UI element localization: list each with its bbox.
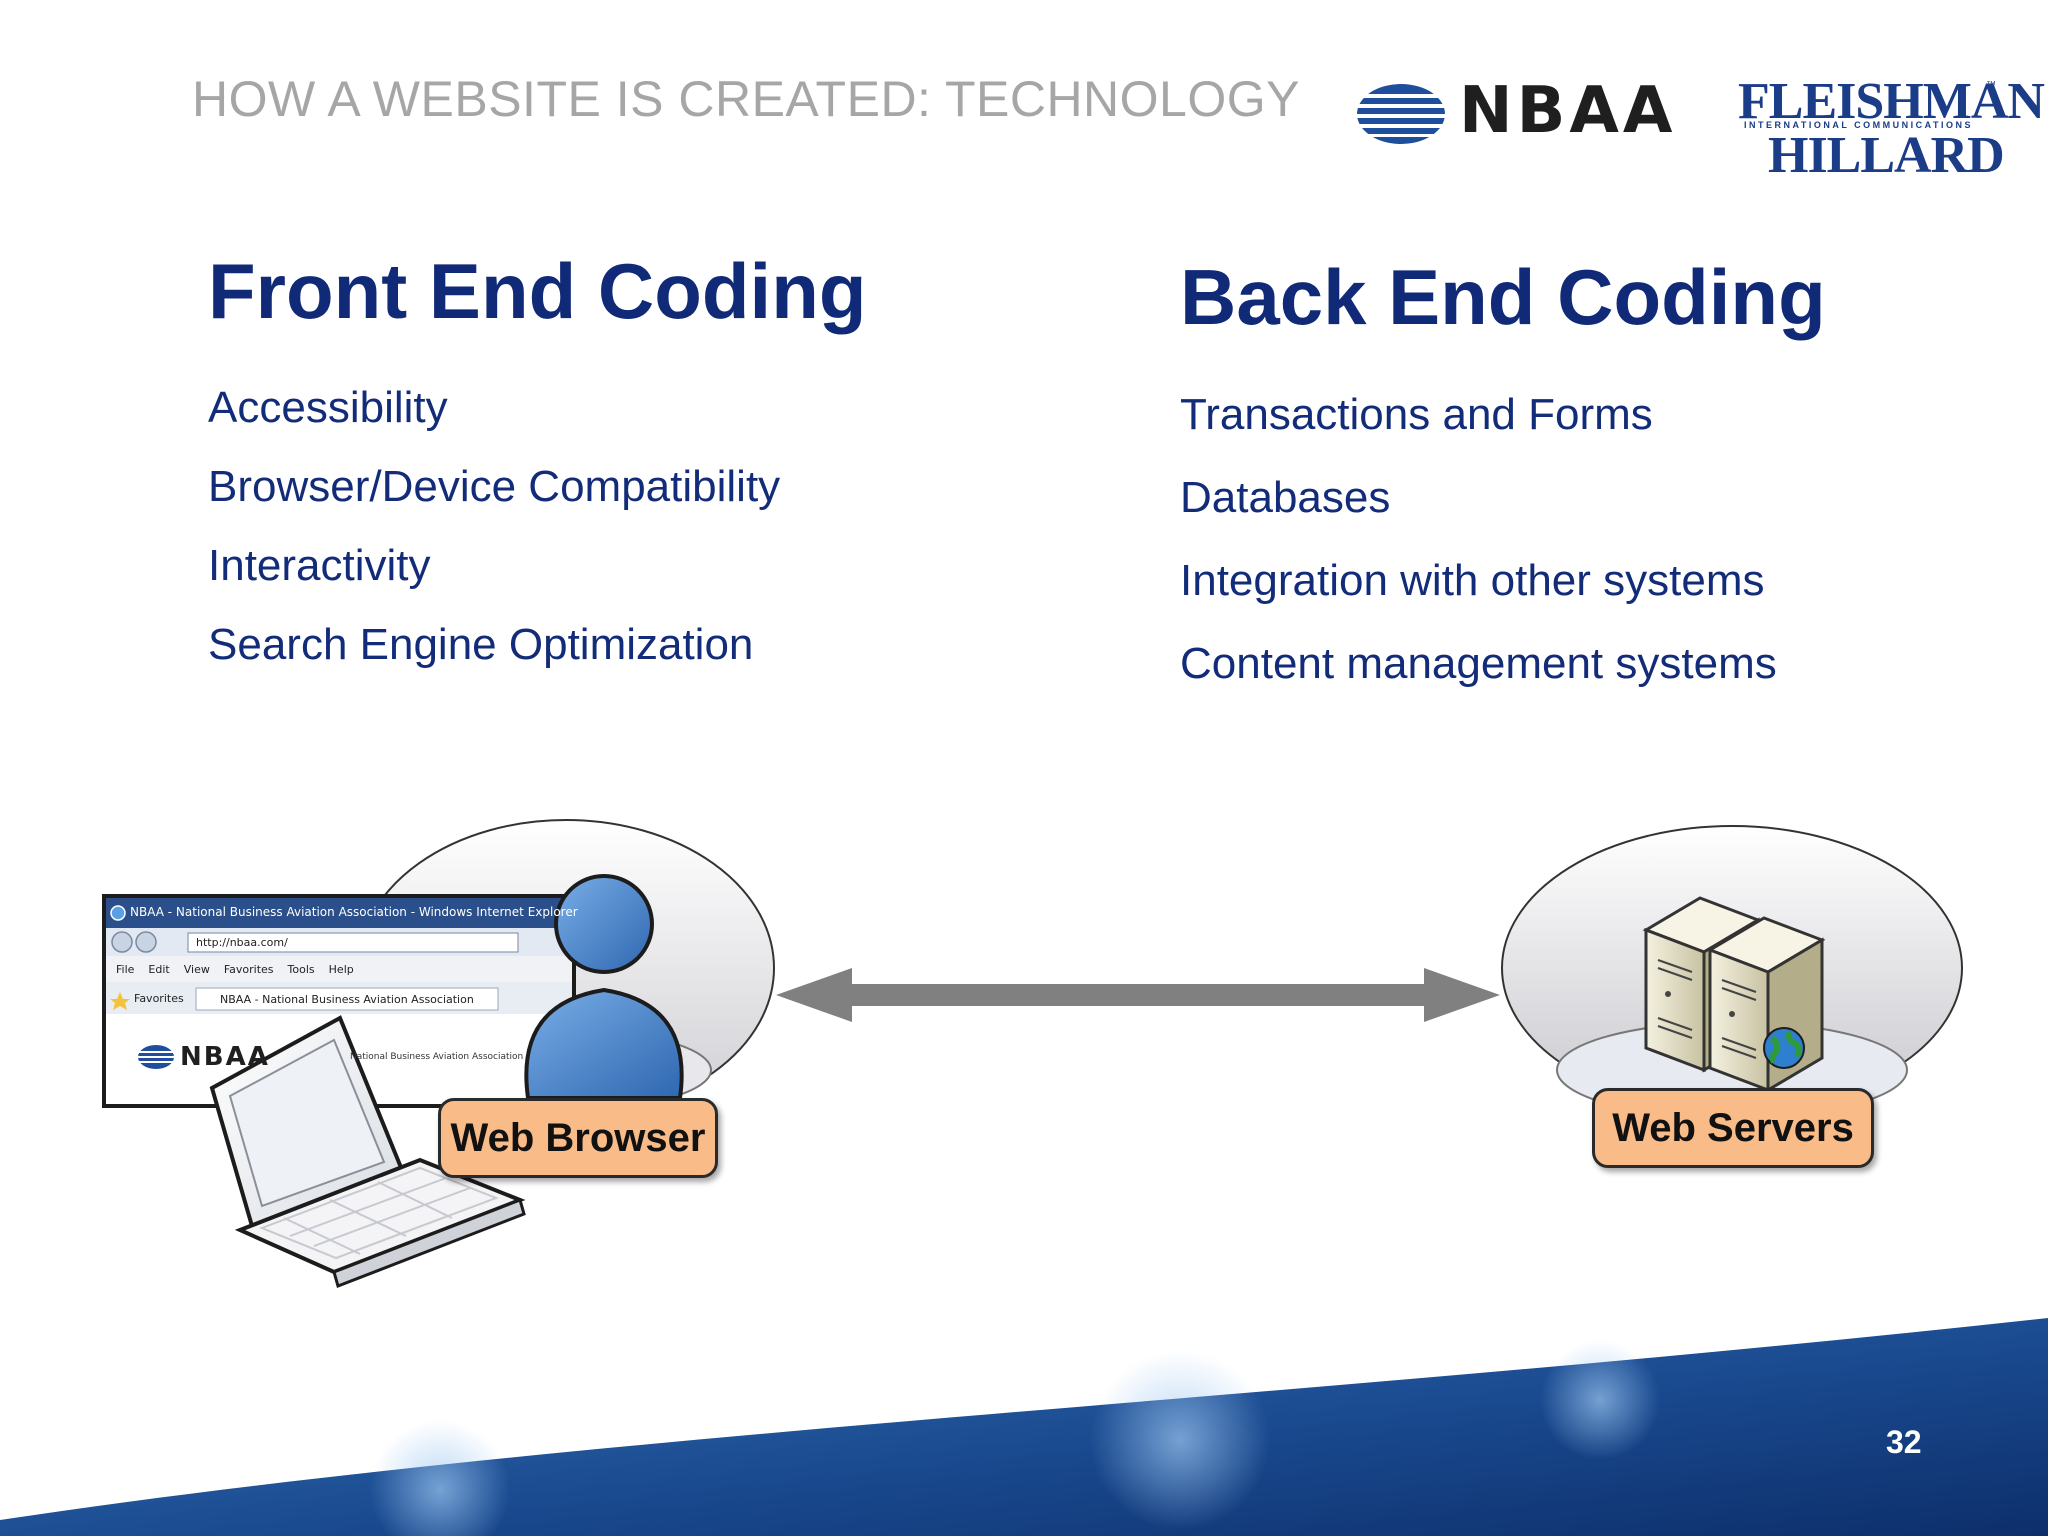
front-end-heading: Front End Coding: [208, 247, 867, 335]
ie-page-logo: NBAA: [180, 1042, 270, 1072]
favorites-label[interactable]: Favorites: [134, 992, 184, 1005]
person-head: [554, 874, 654, 974]
web-browser-label: Web Browser: [438, 1098, 718, 1178]
globe-icon: [1763, 1027, 1805, 1069]
list-item: Databases: [1180, 473, 1391, 522]
page-number: 32: [1886, 1424, 1922, 1460]
list-item: Browser/Device Compatibility: [208, 462, 781, 511]
forward-nav-icon: [135, 931, 157, 953]
list-item: Transactions and Forms: [1180, 390, 1653, 439]
list-item: Content management systems: [1180, 639, 1777, 688]
back-nav-icon: [111, 931, 133, 953]
server-tower-icon: [1706, 916, 1826, 1093]
menu-edit[interactable]: Edit: [148, 963, 170, 976]
back-end-list: Transactions and Forms Databases Integra…: [1180, 390, 1777, 722]
list-item: Search Engine Optimization: [208, 620, 754, 669]
ie-address-bar: [187, 932, 519, 953]
front-end-list: Accessibility Browser/Device Compatibili…: [208, 383, 780, 699]
list-item: Interactivity: [208, 541, 431, 590]
fleishman-hillard-logo: FLEISHMAN ™ INTERNATIONAL COMMUNICATIONS…: [1738, 72, 2045, 184]
menu-tools[interactable]: Tools: [287, 963, 315, 976]
international-communications: INTERNATIONAL COMMUNICATIONS: [1744, 120, 1973, 130]
slide-title: HOW A WEBSITE IS CREATED: TECHNOLOGY: [192, 71, 1300, 127]
ie-address-text: http://nbaa.com/: [196, 936, 288, 949]
trademark-mark: ™: [1986, 80, 1996, 91]
nbaa-globe-icon: [1355, 84, 1447, 144]
menu-view[interactable]: View: [183, 963, 210, 976]
favorites-star-icon: [110, 992, 130, 1010]
ie-app-icon: [110, 905, 126, 921]
ie-page-tagline: National Business Aviation Association: [350, 1052, 524, 1062]
ie-window-title: NBAA - National Business Aviation Associ…: [130, 905, 578, 919]
two-way-arrow: [776, 968, 1500, 1022]
ie-tab-label[interactable]: NBAA - National Business Aviation Associ…: [220, 993, 474, 1006]
person-body: [524, 987, 684, 1100]
ie-menu-bar: [106, 956, 572, 982]
nbaa-wordmark: NBAA: [1459, 74, 1677, 148]
menu-file[interactable]: File: [116, 963, 135, 976]
hillard-word: HILLARD: [1768, 127, 2005, 184]
list-item: Accessibility: [208, 383, 448, 432]
web-servers-label: Web Servers: [1592, 1088, 1874, 1168]
list-item: Integration with other systems: [1180, 556, 1765, 605]
ie-menu: File Edit View Favorites Tools Help: [116, 963, 354, 976]
menu-favorites[interactable]: Favorites: [223, 963, 274, 976]
ie-tab: [195, 987, 499, 1011]
menu-help[interactable]: Help: [328, 963, 354, 976]
nbaa-logo: NBAA: [1355, 74, 1695, 150]
back-end-heading: Back End Coding: [1180, 253, 1826, 341]
ie-title-bar: [106, 898, 572, 928]
fleishman-word: FLEISHMAN: [1738, 73, 2045, 130]
